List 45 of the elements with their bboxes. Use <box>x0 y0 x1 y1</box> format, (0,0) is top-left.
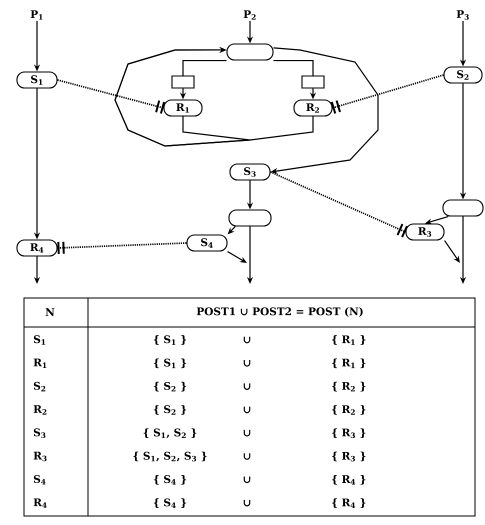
union-sign: ∪ <box>244 360 250 367</box>
set-expression: { R$_{4}$ } <box>332 498 366 508</box>
column-header: N <box>46 308 54 316</box>
column-header: POST1 ∪ POST2 = POST (N) <box>196 307 363 317</box>
row-label: R$_{4}$ <box>34 498 47 508</box>
union-sign: ∪ <box>244 406 250 414</box>
set-expression: { R$_{1}$ } <box>332 335 366 345</box>
row-label: R$_{1}$ <box>34 358 46 368</box>
row-label: R$_{3}$ <box>34 452 47 462</box>
place-label: P$_{1}$ <box>30 10 43 20</box>
set-expression: { S$_{4}$ } <box>154 474 186 485</box>
dotted-connector <box>330 74 444 114</box>
union-sign: ∪ <box>244 453 250 460</box>
dotted-connector <box>57 242 186 254</box>
set-expression: { R$_{3}$ } <box>332 428 366 438</box>
small-box <box>171 75 195 89</box>
union-sign: ∪ <box>244 476 250 484</box>
set-expression: { S$_{1}$, S$_{2}$, S$_{3}$ } <box>133 452 207 462</box>
row-label: S$_{3}$ <box>34 428 46 438</box>
set-expression: { R$_{2}$ } <box>332 405 366 415</box>
set-expression: { S$_{1}$ } <box>154 358 186 368</box>
small-box <box>301 75 325 89</box>
union-sign: ∪ <box>244 383 250 390</box>
union-sign: ∪ <box>244 336 250 344</box>
set-expression: { R$_{4}$ } <box>332 474 366 485</box>
set-expression: { R$_{3}$ } <box>332 452 366 462</box>
row-label: S$_{1}$ <box>34 335 46 345</box>
place-label: P$_{3}$ <box>456 10 469 20</box>
set-expression: { S$_{4}$ } <box>154 498 186 508</box>
arrow <box>274 60 314 76</box>
union-sign: ∪ <box>244 430 250 436</box>
set-expression: { S$_{1}$, S$_{2}$ } <box>144 428 196 438</box>
set-expression: { R$_{2}$ } <box>332 382 366 392</box>
set-expression: { S$_{1}$ } <box>154 335 186 345</box>
row-label: S$_{2}$ <box>34 382 46 392</box>
row-label: R$_{2}$ <box>34 405 46 415</box>
set-expression: { R$_{1}$ } <box>332 358 366 368</box>
place-label: P$_{2}$ <box>244 10 256 20</box>
row-label: S$_{4}$ <box>34 475 46 485</box>
arrow <box>114 46 314 147</box>
dotted-connector <box>270 171 408 238</box>
set-expression: { S$_{2}$ } <box>154 382 186 392</box>
union-sign: ∪ <box>244 500 250 506</box>
set-expression: { S$_{2}$ } <box>154 405 186 415</box>
dotted-connector <box>57 79 165 114</box>
